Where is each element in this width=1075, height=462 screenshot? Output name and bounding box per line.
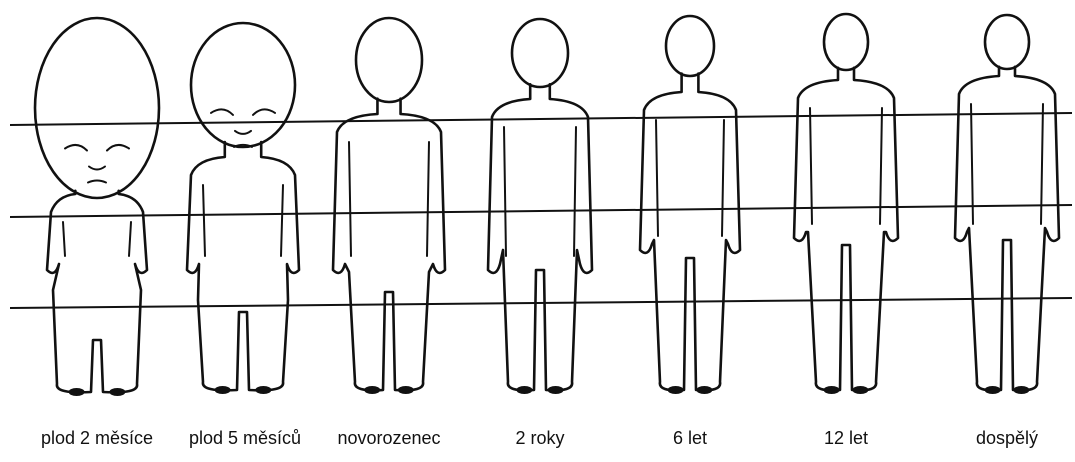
body-outline (187, 142, 299, 390)
right-foot (398, 386, 414, 394)
figure-6-let (640, 16, 740, 394)
figure-2-roky (488, 19, 592, 394)
right-foot (255, 386, 271, 394)
right-eye (253, 109, 275, 115)
right-arm-inner (574, 127, 576, 256)
stage-label-novorozenec: novorozenec (314, 428, 464, 449)
right-arm-inner (722, 120, 724, 236)
right-arm-inner (129, 222, 131, 256)
mouth (88, 181, 106, 183)
left-eye (65, 145, 87, 151)
body-outline (640, 74, 740, 391)
stage-label-dospely: dospělý (932, 428, 1075, 449)
head-outline (35, 18, 159, 198)
head-outline (191, 23, 295, 147)
left-foot (364, 386, 380, 394)
left-arm-inner (203, 185, 205, 256)
head-outline (512, 19, 568, 87)
stage-label-6-let: 6 let (615, 428, 765, 449)
left-arm-inner (810, 108, 812, 224)
stage-label-plod-5-mesicu: plod 5 měsíců (170, 428, 320, 449)
figure-plod-2-mesice (35, 18, 159, 396)
right-eye (107, 145, 129, 151)
nose (235, 131, 251, 134)
proportion-line (10, 298, 1072, 308)
proportion-line (10, 205, 1072, 217)
stage-label-plod-2-mesice: plod 2 měsíce (22, 428, 172, 449)
stage-label-12-let: 12 let (771, 428, 921, 449)
left-arm-inner (504, 127, 506, 256)
right-foot (548, 386, 564, 394)
right-arm-inner (427, 142, 429, 256)
figure-plod-5-mesicu (187, 23, 299, 394)
head-outline (356, 18, 422, 102)
left-foot (69, 388, 85, 396)
right-foot (109, 388, 125, 396)
nose (89, 167, 105, 170)
head-outline (666, 16, 714, 76)
left-arm-inner (63, 222, 65, 256)
figure-novorozenec (333, 18, 445, 394)
proportion-line (10, 113, 1072, 125)
right-foot (852, 386, 868, 394)
left-foot (824, 386, 840, 394)
left-foot (668, 386, 684, 394)
head-outline (985, 15, 1029, 69)
figure-12-let (794, 14, 898, 394)
right-foot (696, 386, 712, 394)
head-outline (824, 14, 868, 70)
right-foot (1013, 386, 1029, 394)
left-eye (211, 109, 233, 115)
left-arm-inner (656, 120, 658, 236)
stage-label-2-roky: 2 roky (465, 428, 615, 449)
right-arm-inner (281, 185, 283, 256)
left-arm-inner (349, 142, 351, 256)
left-foot (985, 386, 1001, 394)
left-foot (215, 386, 231, 394)
figures-group (35, 14, 1059, 396)
proportion-lines (10, 113, 1072, 308)
body-outline (47, 191, 147, 393)
left-foot (516, 386, 532, 394)
